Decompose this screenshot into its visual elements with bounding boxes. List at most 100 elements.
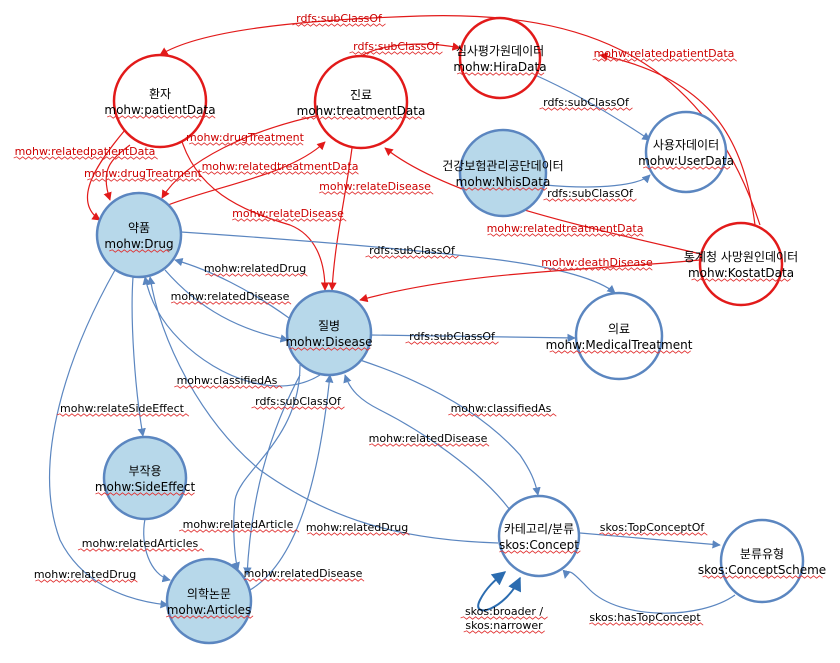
node-sideEffect: 부작용 mohw:SideEffect	[95, 435, 196, 521]
spellcheck-underline	[319, 191, 434, 195]
edge-e27	[249, 374, 334, 591]
edge-label-e21: mohw:classifiedAs	[451, 402, 552, 415]
node-class-label: skos:Concept	[499, 538, 579, 552]
node-class-label: mohw:treatmentData	[297, 104, 426, 118]
node-korean-label: 약품	[128, 220, 150, 235]
edge-label-e1: rdfs:subClassOf	[296, 12, 383, 25]
node-korean-label: 부작용	[128, 464, 161, 478]
spellcheck-underline	[77, 548, 205, 552]
node-korean-label: 사용자데이터	[653, 138, 719, 152]
spellcheck-underline	[349, 51, 443, 55]
edge-label-e9: mohw:relateDisease	[232, 207, 344, 220]
edge-e7	[103, 144, 131, 201]
edge-label-e5: mohw:drugTreatment	[186, 131, 305, 144]
node-korean-label: 심사평가원데이터	[456, 44, 544, 58]
spellcheck-underline	[232, 218, 347, 222]
spellcheck-underline	[691, 278, 791, 282]
spellcheck-underline	[289, 347, 371, 351]
edge-e11	[544, 174, 651, 188]
spellcheck-underline	[460, 616, 548, 620]
node-korean-label: 건강보험관리공단데이터	[442, 159, 563, 173]
edge-e24	[143, 518, 171, 583]
edge-label-e7: mohw:drugTreatment	[84, 167, 203, 180]
spellcheck-underline	[549, 350, 691, 354]
edge-label-e30: skos:broader /	[465, 605, 543, 618]
spellcheck-underline	[301, 116, 422, 120]
spellcheck-underline	[109, 249, 170, 253]
edge-e1	[159, 15, 761, 226]
edge-e25	[147, 276, 499, 544]
node-class-label: mohw:NhisData	[456, 175, 551, 189]
edge-label-e20: rdfs:subClassOf	[255, 395, 342, 408]
node-circle-hiraData	[458, 16, 542, 100]
edge-e4	[534, 74, 651, 141]
edge-e26	[49, 269, 169, 609]
node-class-label: mohw:UserData	[638, 154, 734, 168]
node-circle-patientData	[112, 53, 208, 149]
edge-e3	[599, 52, 756, 226]
node-concept: 카테고리/분류 skos:Concept	[497, 494, 581, 578]
edge-e2	[360, 42, 461, 57]
edge-e21	[359, 359, 541, 496]
edge-e23	[243, 374, 301, 576]
node-circle-conceptScheme	[719, 518, 805, 604]
spellcheck-underline	[189, 142, 304, 146]
node-circle-treatmentData	[313, 54, 409, 150]
spellcheck-underline	[170, 301, 292, 305]
node-class-label: mohw:patientData	[104, 103, 215, 117]
edge-label-e4: rdfs:subClassOf	[543, 96, 630, 109]
edge-labels-layer: rdfs:subClassOf rdfs:subClassOf mohw:relat…	[13, 12, 737, 634]
node-class-label: mohw:Articles	[167, 603, 252, 617]
spellcheck-underline	[165, 615, 254, 619]
node-circle-kostatData	[698, 221, 784, 307]
node-circle-userData	[644, 110, 728, 194]
node-circle-articles	[165, 557, 253, 645]
node-class-label: mohw:SideEffect	[95, 480, 196, 494]
edge-e19	[131, 276, 146, 437]
spellcheck-underline	[448, 413, 557, 417]
edge-label-e12: mohw:relatedtreatmentData	[487, 222, 644, 235]
spellcheck-underline	[365, 255, 459, 259]
node-korean-label: 진료	[350, 88, 372, 102]
node-korean-label: 카테고리/분류	[504, 522, 574, 536]
node-circle-nhisData	[458, 128, 548, 218]
edge-label-e2: rdfs:subClassOf	[353, 40, 440, 53]
edge-label-e6: mohw:relatedpatientData	[15, 145, 156, 158]
node-circle-concept	[497, 494, 581, 578]
edge-label-e15: mohw:relatedDrug	[204, 262, 306, 275]
spellcheck-underline	[499, 550, 581, 554]
spellcheck-underline	[56, 413, 190, 417]
edge-label-e29: skos:hasTopConcept	[589, 611, 701, 624]
spellcheck-underline	[368, 443, 490, 447]
spellcheck-underline	[35, 579, 138, 583]
edge-e30	[477, 571, 521, 612]
node-class-label: mohw:MedicalTreatment	[546, 338, 693, 352]
node-korean-label: 의료	[608, 322, 630, 336]
spellcheck-underline	[202, 171, 359, 175]
node-class-label: mohw:KostatData	[688, 266, 794, 280]
node-circle-drug	[95, 191, 183, 279]
node-korean-label: 환자	[149, 87, 171, 101]
spellcheck-underline	[243, 578, 365, 582]
edges-layer	[49, 15, 761, 614]
spellcheck-underline	[307, 532, 410, 536]
node-class-label: mohw:Drug	[104, 237, 173, 251]
edge-label-e10: mohw:relateDisease	[319, 180, 431, 193]
edge-e9	[179, 134, 330, 291]
edge-e10	[328, 147, 353, 291]
spellcheck-underline	[459, 187, 548, 191]
node-userData: 사용자데이터 mohw:UserData	[638, 110, 734, 194]
spellcheck-underline	[702, 575, 823, 579]
edge-label-e19: mohw:relateSideEffect	[60, 402, 185, 415]
node-nhisData: 건강보험관리공단데이터 mohw:NhisData	[442, 128, 564, 218]
spellcheck-underline	[592, 58, 737, 62]
edge-label-e22: mohw:relatedDisease	[369, 432, 488, 445]
edge-label-e11: rdfs:subClassOf	[547, 187, 634, 200]
spellcheck-underline	[599, 532, 708, 536]
edge-label-e16: mohw:relatedDisease	[171, 290, 290, 303]
edge-label-e18: mohw:classifiedAs	[177, 374, 278, 387]
